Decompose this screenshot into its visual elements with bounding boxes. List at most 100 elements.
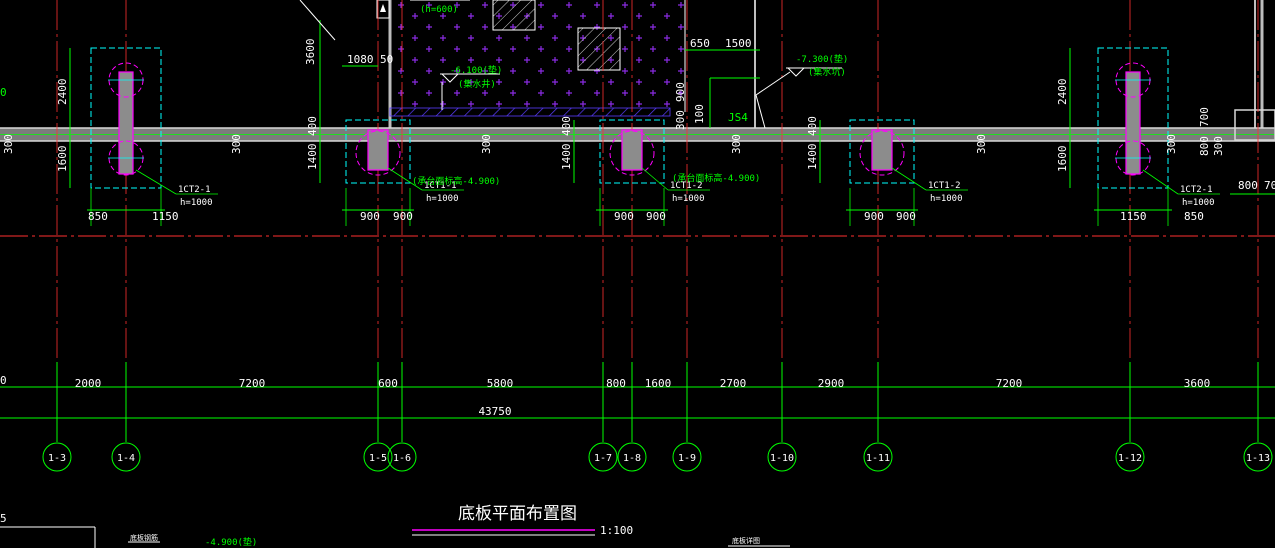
dim-300: 300 (674, 110, 687, 130)
cap-dim-top: 400 (806, 116, 819, 136)
cap-dim-right: 900 (646, 210, 666, 223)
cap-dim-bottom: 1400 (306, 144, 319, 171)
axis-label-1-4: 1-4 (117, 453, 135, 464)
spacing-5: 800 (606, 377, 626, 390)
dim-700: 700 (1198, 107, 1211, 127)
cap-dim-top: 400 (560, 116, 573, 136)
dim-650: 650 (690, 37, 710, 50)
axis-bubble-1-3 (42, 442, 72, 472)
sump-box-1 (492, 0, 536, 31)
axis-lines (0, 0, 1275, 442)
cap-dim-bottom: 1600 (1056, 146, 1069, 173)
axis-label-1-11: 1-11 (866, 453, 890, 464)
axis-bubble-1-12 (1115, 442, 1145, 472)
cap-dim-top: 400 (306, 116, 319, 136)
cap-dim-right: 900 (896, 210, 916, 223)
cap-tag: 1CT1-2 (928, 181, 961, 191)
axis-bubble-1-5 (363, 442, 393, 472)
axis-bubble-1-6 (387, 442, 417, 472)
axis-bubble-1-8 (617, 442, 647, 472)
pile-caps: 850 1150 2400 1600 1CT2-1 h=1000 900 900 400 1400… (56, 47, 1220, 226)
axis-label-1-7: 1-7 (594, 453, 612, 464)
cap-dim-left: 900 (864, 210, 884, 223)
sump-box-2 (577, 27, 621, 71)
wall-dim-5: 300 (975, 134, 988, 154)
pile-column (871, 129, 893, 171)
spacing-7: 2700 (720, 377, 747, 390)
cap-tag: 1CT2-1 (178, 185, 211, 195)
pile-circle (859, 130, 905, 176)
pile-column (1125, 71, 1141, 175)
spacing-10: 3600 (1184, 377, 1211, 390)
misc-dimensions: 0 3600 1080 50 650 1500 900 300 100 700 … (0, 20, 1275, 525)
axis-label-1-13: 1-13 (1246, 453, 1270, 464)
total-dimension: 43750 (478, 405, 511, 418)
cap-height: h=1000 (672, 194, 705, 204)
sump-pit-region (376, 0, 1264, 130)
cap-outline (599, 119, 665, 184)
cap-elevation-note: (承台面标高-4.900) (672, 172, 760, 184)
elev-pit-sub: (集水井) (458, 78, 496, 90)
pile-column (621, 129, 643, 171)
drawing-title: 底板平面布置图 (458, 504, 577, 524)
cap-dim-right: 850 (1184, 210, 1204, 223)
cap-dim-bottom: 1600 (56, 146, 69, 173)
bottom-elev: -4.900(垫) (205, 536, 257, 548)
pile-circle (355, 130, 401, 176)
spacing-8: 2900 (818, 377, 845, 390)
cap-dim-left: 850 (88, 210, 108, 223)
axis-bubble-1-11 (863, 442, 893, 472)
pit-hatch-fill (390, 0, 685, 112)
axis-bubble-1-7 (588, 442, 618, 472)
cap-dim-top: 2400 (1056, 79, 1069, 106)
axis-label-1-12: 1-12 (1118, 453, 1142, 464)
dim-70: 70 (1264, 179, 1275, 192)
pit-edge-hatch (389, 107, 671, 117)
wall-dim-4: 300 (730, 134, 743, 154)
bottom-left-label: 底板钢筋 (130, 533, 158, 542)
pile-circle (609, 130, 655, 176)
cap-dim-bottom: 1400 (806, 144, 819, 171)
left-edge-label: 0 (0, 374, 7, 387)
cap-outline (90, 47, 162, 189)
elev-right-label: -7.300(垫) (796, 53, 848, 65)
spacing-1: 2000 (75, 377, 102, 390)
elevation-annotations: (h=600) -6.100(垫) (集水井) -7.300(垫) (集水坑) … (299, 0, 848, 129)
axis-label-1-9: 1-9 (678, 453, 696, 464)
spacing-6: 1600 (645, 377, 672, 390)
axis-bubble-1-10 (767, 442, 797, 472)
drawing-scale: 1:100 (600, 524, 633, 537)
axis-label-1-10: 1-10 (770, 453, 794, 464)
cap-tag: 1CT1-2 (670, 181, 703, 191)
cap-dim-top: 2400 (56, 79, 69, 106)
wall-dim-3: 300 (480, 134, 493, 154)
dim-300-right: 300 (1212, 136, 1225, 156)
dim-3600: 3600 (304, 39, 317, 66)
cap-height: h=1000 (180, 198, 213, 208)
js4-label: JS4 (728, 111, 748, 124)
dim-1080: 1080 (347, 53, 374, 66)
axis-label-1-5: 1-5 (369, 453, 387, 464)
cap-tag: 1CT1-1 (424, 181, 457, 191)
cap-height: h=1000 (1182, 198, 1215, 208)
spacing-3: 600 (378, 377, 398, 390)
spacing-4: 5800 (487, 377, 514, 390)
axis-bubble-1-4 (111, 442, 141, 472)
cap-dim-left: 1150 (1120, 210, 1147, 223)
dim-100: 100 (693, 104, 706, 124)
dim-50: 50 (380, 53, 393, 66)
wall-dim-2: 300 (230, 134, 243, 154)
cap-height: h=1000 (930, 194, 963, 204)
drawing-title-block: 底板平面布置图 1:100 (412, 504, 633, 537)
cap-dim-left: 900 (360, 210, 380, 223)
pile-column (118, 71, 134, 175)
dim-900: 900 (674, 82, 687, 102)
left-axis-label: 0 (0, 86, 7, 99)
axis-label-1-6: 1-6 (393, 453, 411, 464)
